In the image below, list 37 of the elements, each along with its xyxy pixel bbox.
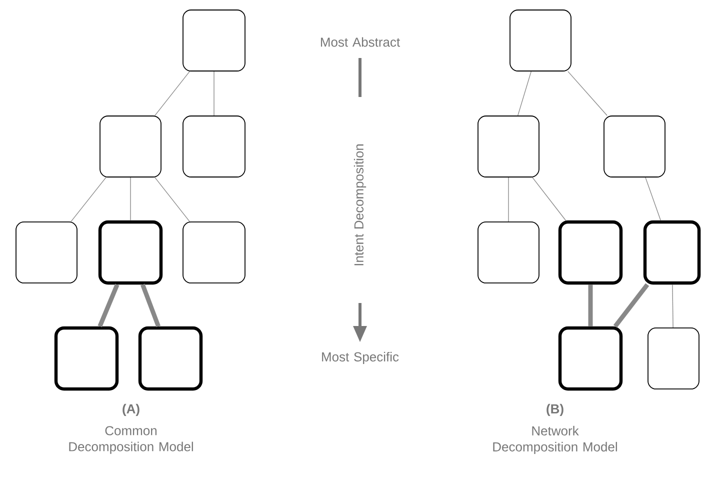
node-box	[16, 222, 78, 284]
node-box	[182, 222, 246, 284]
node-box	[478, 116, 540, 178]
panel-letter: (B)	[546, 404, 564, 416]
scale-label: Most Specific	[322, 352, 399, 364]
node-box	[558, 220, 623, 285]
connector-line	[672, 284, 674, 328]
connector-line	[532, 177, 566, 221]
connector-line	[508, 177, 509, 222]
connector-line	[70, 177, 106, 222]
node-box	[648, 328, 700, 390]
connector-line	[588, 284, 593, 326]
connector-line	[645, 177, 661, 221]
node-box	[604, 116, 666, 178]
axis-label: Intent Decomposition	[354, 144, 366, 266]
connector-line	[98, 284, 120, 328]
node-box	[510, 10, 572, 72]
node-box	[182, 10, 246, 72]
connector-line	[140, 284, 160, 328]
connector-line	[154, 71, 190, 116]
panel-caption: Common Decomposition Model	[69, 426, 193, 454]
connector-line	[518, 71, 532, 116]
node-box	[182, 116, 246, 178]
connector-line	[130, 177, 131, 221]
panel-caption: Network Decomposition Model	[493, 426, 617, 454]
panel-letter: (A)	[122, 404, 140, 416]
node-box	[54, 326, 119, 391]
connector-line	[568, 71, 608, 116]
node-box	[138, 326, 203, 391]
node-box	[643, 220, 701, 285]
node-box	[98, 220, 163, 285]
node-box	[558, 326, 623, 391]
node-box	[478, 222, 540, 284]
node-box	[100, 116, 162, 178]
connector-line	[154, 177, 190, 222]
scale-label: Most Abstract	[320, 37, 400, 47]
connector-line	[613, 283, 650, 328]
